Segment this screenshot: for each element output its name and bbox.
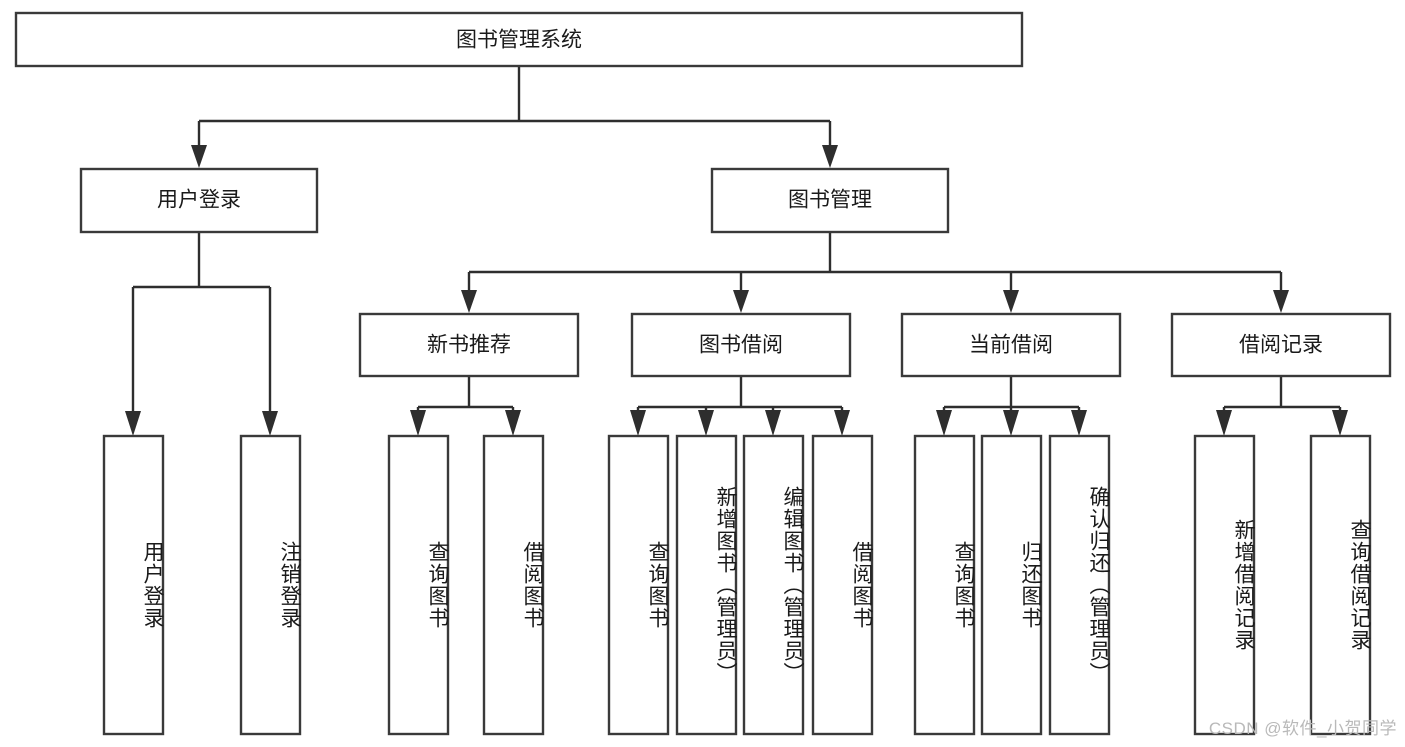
arrow-head-leaf-logout (262, 411, 278, 436)
node-user-login[interactable] (79, 167, 319, 234)
node-layer: 图书管理系统 用户登录 图书管理 新书推荐 图书借阅 当前借阅 借阅记录 (14, 11, 1392, 736)
connector-layer (125, 66, 1348, 436)
node-leaf-borrow-book-bb[interactable] (811, 434, 874, 736)
arrow-head-cb-leaf2 (1003, 410, 1019, 436)
node-leaf-query-borrow-record[interactable] (1309, 434, 1372, 736)
node-book-borrow[interactable] (630, 312, 852, 378)
node-new-book-recommend-label: 新书推荐 (427, 334, 511, 357)
node-current-borrow-label: 当前借阅 (969, 334, 1053, 357)
arrow-head-cb-leaf3 (1071, 410, 1087, 436)
arrow-head-bb-leaf2 (698, 410, 714, 436)
node-book-management-label: 图书管理 (788, 189, 872, 212)
arrow-head-book-borrow (733, 290, 749, 313)
node-current-borrow[interactable] (900, 312, 1122, 378)
node-borrow-record-label: 借阅记录 (1239, 334, 1323, 357)
node-borrow-record[interactable] (1170, 312, 1392, 378)
arrow-head-br-leaf1 (1216, 410, 1232, 436)
node-root-book-management-system[interactable] (14, 11, 1024, 68)
node-user-login-label: 用户登录 (157, 189, 241, 212)
arrow-head-cb-leaf1 (936, 410, 952, 436)
arrow-head-leaf-user-login (125, 411, 141, 436)
node-leaf-query-book-cb[interactable] (913, 434, 976, 736)
arrow-head-current-borrow (1003, 290, 1019, 313)
arrow-head-bb-leaf4 (834, 410, 850, 436)
arrow-head-book-manage (822, 145, 838, 168)
arrow-head-br-leaf2 (1332, 410, 1348, 436)
node-leaf-logout[interactable] (239, 434, 302, 736)
node-leaf-edit-book-admin[interactable] (742, 434, 805, 736)
node-leaf-query-book-nb[interactable] (387, 434, 450, 736)
node-root-label: 图书管理系统 (456, 29, 582, 52)
node-leaf-add-borrow-record[interactable] (1193, 434, 1256, 736)
arrow-head-new-book (461, 290, 477, 313)
node-book-borrow-label: 图书借阅 (699, 334, 783, 357)
csdn-watermark: CSDN @软件_小贺同学 (1208, 719, 1397, 738)
node-leaf-add-book-admin[interactable] (675, 434, 738, 736)
arrow-head-bb-leaf1 (630, 410, 646, 436)
arrow-head-user-login (191, 145, 207, 168)
node-leaf-user-login[interactable] (102, 434, 165, 736)
arrow-head-nb-leaf1 (410, 410, 426, 436)
arrow-head-borrow-record (1273, 290, 1289, 313)
arrow-head-bb-leaf3 (765, 410, 781, 436)
node-leaf-confirm-return-admin[interactable] (1048, 434, 1111, 736)
arrow-head-nb-leaf2 (505, 410, 521, 436)
node-leaf-query-book-bb[interactable] (607, 434, 670, 736)
node-leaf-return-book[interactable] (980, 434, 1043, 736)
node-new-book-recommend[interactable] (358, 312, 580, 378)
node-book-management[interactable] (710, 167, 950, 234)
node-leaf-borrow-book-nb[interactable] (482, 434, 545, 736)
